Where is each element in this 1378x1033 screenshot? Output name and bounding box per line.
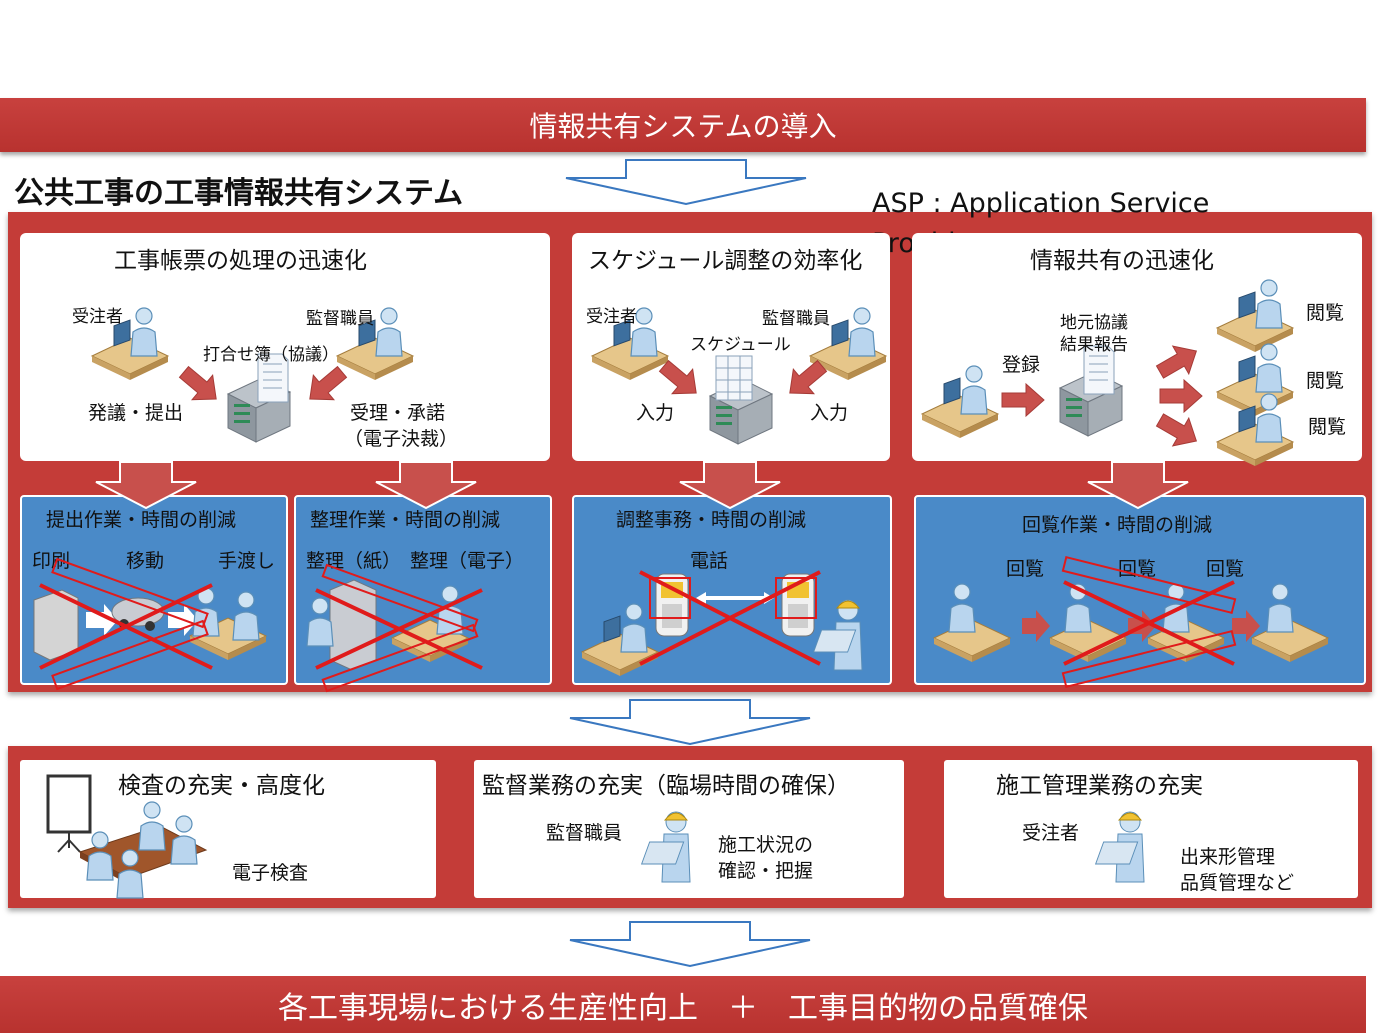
bottom-banner: 各工事現場における生産性向上 ＋ 工事目的物の品質確保	[0, 976, 1366, 1033]
section1-submit: 発議・提出	[88, 402, 184, 424]
reduction2-electronic: 整理（電子）	[410, 550, 525, 572]
section1-contractor: 受注者	[72, 307, 123, 327]
section3-report-line1: 地元協議	[1060, 313, 1128, 333]
outcome2-role: 監督職員	[546, 822, 623, 844]
section2-input-left: 入力	[636, 402, 675, 424]
reduction3-phone: 電話	[690, 550, 729, 572]
meeting-table-icon	[78, 801, 208, 899]
outcome2-line2: 確認・把握	[718, 860, 814, 882]
section3-view3: 閲覧	[1308, 416, 1347, 438]
section1-supervisor: 監督職員	[306, 309, 374, 329]
section3-view2: 閲覧	[1306, 370, 1345, 392]
section1-document: 打合せ簿（協議）	[203, 345, 339, 365]
section2-supervisor: 監督職員	[762, 309, 830, 329]
reduction2-title: 整理作業・時間の削減	[310, 509, 501, 531]
schedule-grid-icon	[715, 355, 753, 401]
outcome3-title: 施工管理業務の充実	[996, 773, 1203, 799]
reduction4-circ3: 回覧	[1206, 558, 1245, 580]
reduction1-title: 提出作業・時間の削減	[46, 509, 237, 531]
reduction1-handover: 手渡し	[218, 550, 276, 572]
outcome2-title: 監督業務の充実（臨場時間の確保）	[482, 773, 850, 799]
top-banner-text: 情報共有システムの導入	[529, 110, 837, 143]
reduction4-title: 回覧作業・時間の削減	[1022, 514, 1213, 536]
reduction3-title: 調整事務・時間の削減	[616, 509, 807, 531]
reduction1-move: 移動	[126, 550, 165, 572]
section2-schedule: スケジュール	[690, 335, 791, 355]
section1-e-approval: （電子決裁）	[344, 428, 459, 450]
outcome3-box	[944, 760, 1358, 898]
bottom-banner-text: 各工事現場における生産性向上 ＋ 工事目的物の品質確保	[278, 990, 1088, 1026]
section1-accept: 受理・承諾	[350, 402, 446, 424]
section3-report-line2: 結果報告	[1060, 335, 1128, 355]
section3-register: 登録	[1002, 354, 1041, 376]
section3-title: 情報共有の迅速化	[1030, 248, 1214, 274]
outcome2-line1: 施工状況の	[718, 834, 814, 856]
outcome3-line2: 品質管理など	[1180, 872, 1295, 894]
circ-arrow-1-icon	[1022, 610, 1050, 642]
phone-link-arrow-icon	[696, 592, 774, 604]
presentation-screen-icon	[46, 774, 92, 853]
outcome1-title: 検査の充実・高度化	[118, 773, 325, 799]
section2-input-right: 入力	[810, 402, 849, 424]
section1-title: 工事帳票の処理の迅速化	[114, 248, 367, 274]
section2-title: スケジュール調整の効率化	[588, 248, 863, 274]
outcome3-role: 受注者	[1022, 822, 1080, 844]
system-title: 公共工事の工事情報共有システム	[14, 176, 464, 211]
outcome1-label: 電子検査	[232, 862, 309, 884]
section2-contractor: 受注者	[586, 307, 637, 327]
reduction4-circ2: 回覧	[1118, 558, 1157, 580]
top-banner: 情報共有システムの導入	[0, 98, 1366, 152]
reduction1-print: 印刷	[32, 550, 71, 572]
outcome3-line1: 出来形管理	[1180, 846, 1276, 868]
section3-view1: 閲覧	[1306, 302, 1345, 324]
reduction4-circ1: 回覧	[1006, 558, 1045, 580]
